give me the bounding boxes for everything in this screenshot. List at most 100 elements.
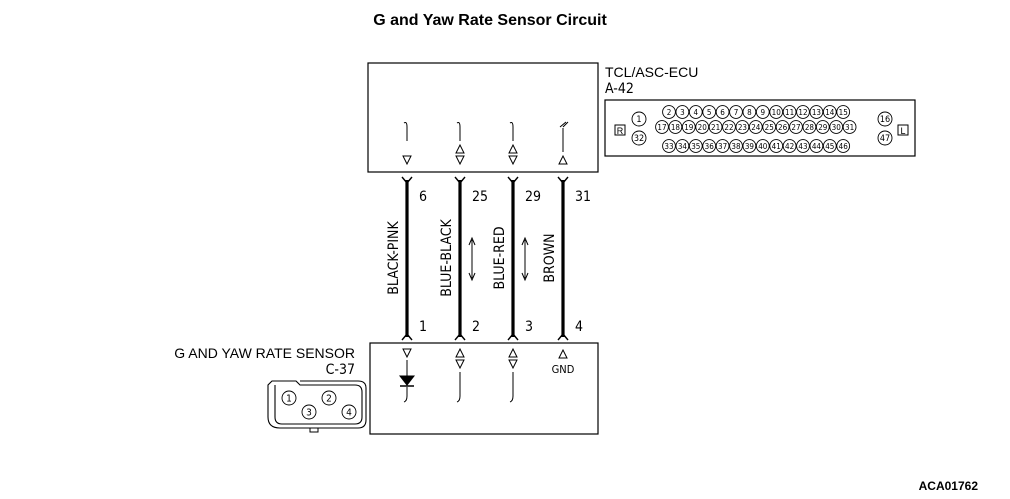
ecu-pin: 21 — [708, 120, 723, 134]
ecu-pin-label: 7 — [734, 108, 739, 117]
ecu-pin: 3 — [675, 105, 690, 119]
ecu-pin: 29 — [815, 120, 830, 134]
ecu-pin: 34 — [675, 139, 690, 153]
figure-code: ACA01762 — [919, 479, 979, 493]
sensor-pin-number: 2 — [472, 319, 480, 335]
ecu-pin-label: 17 — [657, 123, 666, 132]
ecu-pin: 38 — [729, 139, 743, 153]
ecu-pin-label: 6 — [720, 108, 725, 117]
terminal-arrow — [508, 155, 518, 166]
sensor-pin-number: 4 — [575, 319, 583, 335]
ecu-pin: 9 — [755, 105, 770, 119]
sensor-pin-label: 3 — [306, 408, 312, 419]
sensor-pin-number: 1 — [419, 319, 427, 335]
ecu-pin: 45 — [822, 139, 837, 153]
sensor-name: G AND YAW RATE SENSOR — [174, 345, 355, 361]
ecu-pin-label: 14 — [825, 108, 835, 117]
ecu-pin: 47 — [877, 130, 893, 146]
ecu-connector-code: A-42 — [605, 81, 634, 97]
ecu-pin-label: 22 — [724, 123, 733, 132]
ecu-pin: 25 — [762, 120, 777, 134]
terminal-arrow — [455, 359, 465, 370]
terminal-arrow — [455, 347, 465, 358]
ecu-pin-number: 31 — [575, 189, 591, 205]
ecu-pin: 36 — [702, 139, 717, 153]
ecu-pin: 46 — [836, 139, 851, 153]
connector-mark — [454, 176, 466, 185]
connector-mark — [507, 176, 519, 185]
ecu-pin-label: 23 — [738, 123, 747, 132]
ecu-pin-number: 25 — [472, 189, 488, 205]
ecu-pin-label: 41 — [772, 142, 781, 151]
terminal-arrow — [508, 143, 518, 154]
terminal-arrow — [455, 155, 465, 166]
ecu-pin-label: 18 — [671, 123, 681, 132]
ecu-pin-label: 39 — [745, 142, 755, 151]
ground-hatch — [559, 121, 569, 128]
ecu-pin: 35 — [688, 139, 703, 153]
ecu-pin-label: 38 — [731, 142, 741, 151]
ecu-pin-label: 37 — [718, 142, 727, 151]
ecu-pin-label: 4 — [694, 108, 699, 117]
ecu-pin: 44 — [809, 139, 824, 153]
connector-mark — [507, 332, 519, 341]
ecu-pin: 15 — [836, 105, 851, 119]
ecu-pin-label: 16 — [880, 115, 890, 125]
ecu-pin: 10 — [769, 105, 784, 119]
ecu-pin-label: 19 — [684, 123, 694, 132]
ecu-pin: 31 — [842, 120, 857, 134]
ecu-side-right: L — [900, 126, 905, 136]
ecu-pin-label: 20 — [698, 123, 708, 132]
sensor-connector-face: 1 23 4 — [267, 380, 367, 433]
ecu-pin: 40 — [755, 139, 770, 153]
ecu-pin-label: 47 — [880, 134, 890, 144]
ecu-pin: 17 — [655, 120, 669, 134]
ecu-pin-label: 15 — [839, 108, 848, 117]
terminal-arrow — [402, 155, 412, 166]
terminal-arrow — [558, 348, 568, 359]
ecu-pin: 18 — [668, 120, 683, 134]
ecu-pin: 39 — [742, 139, 757, 153]
connector-mark — [401, 332, 413, 341]
ecu-pin-label: 33 — [664, 142, 673, 151]
sensor-pin: 1 — [281, 390, 297, 406]
ecu-pin: 19 — [681, 120, 696, 134]
connector-mark — [401, 176, 413, 185]
ecu-pin-label: 36 — [705, 142, 715, 151]
ecu-name: TCL/ASC-ECU — [605, 64, 698, 80]
ecu-pin-label: 40 — [758, 142, 768, 151]
ecu-pin-label: 44 — [812, 142, 822, 151]
gnd-label: GND — [552, 363, 575, 376]
ecu-pin: 24 — [748, 120, 763, 134]
ecu-pin: 7 — [729, 105, 743, 119]
sensor-connector-code: C-37 — [326, 362, 355, 378]
ecu-pin-label: 5 — [707, 108, 712, 117]
ecu-side-left: R — [617, 126, 624, 136]
sensor-pin-label: 1 — [286, 394, 292, 405]
connector-mark — [557, 176, 569, 185]
harness-wires: 61BLACK-PINK252BLUE-BLACK293BLUE-RED314B… — [386, 121, 591, 403]
ecu-pin: 32 — [631, 130, 647, 146]
ecu-pin: 8 — [742, 105, 757, 119]
wire-color-label: BLUE-RED — [492, 226, 508, 289]
ecu-pin-label: 31 — [845, 123, 854, 132]
terminal-arrow — [455, 143, 465, 154]
ecu-pin: 1 — [631, 111, 647, 127]
wire-color-label: BROWN — [542, 233, 558, 282]
wire-brown: 31 4 BROWN — [542, 121, 591, 359]
sensor-pin: 4 — [341, 404, 357, 420]
ecu-pin-number: 6 — [419, 189, 427, 205]
sensor-pin: 2 — [321, 390, 337, 406]
terminal-arrow — [508, 359, 518, 370]
ecu-pin: 14 — [822, 105, 837, 119]
connector-mark — [454, 332, 466, 341]
ecu-pin-label: 13 — [812, 108, 821, 117]
ecu-pin: 6 — [715, 105, 730, 119]
ecu-pin: 4 — [688, 105, 703, 119]
ecu-pin: 26 — [775, 120, 790, 134]
